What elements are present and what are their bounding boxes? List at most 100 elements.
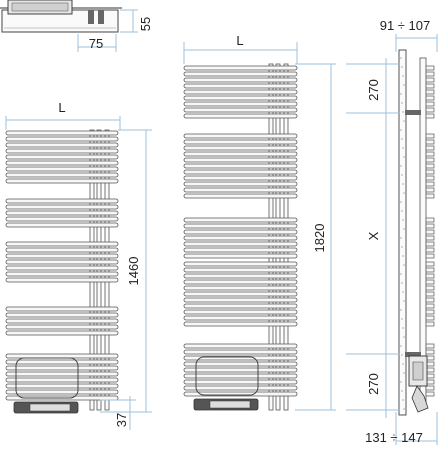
radiator-large-tube (183, 315, 298, 321)
wall-texture-dot (401, 210, 403, 212)
wall-texture-dot (400, 129, 402, 131)
radiator-large-tube (183, 175, 298, 181)
side-view-tube (425, 71, 435, 77)
wall-texture-dot (401, 390, 403, 392)
radiator-large-tube (183, 151, 298, 157)
wall-texture-dot (403, 336, 405, 338)
radiator-small-height-label: 1460 (126, 257, 141, 286)
side-view-tube (425, 145, 435, 151)
radiator-large-tube (183, 343, 298, 349)
wall-texture-dot (402, 399, 404, 401)
radiator-small-heating-element (15, 357, 79, 399)
radiator-large-tube (183, 83, 298, 89)
side-view-tube (425, 181, 435, 187)
radiator-small-tube (5, 265, 119, 271)
radiator-small-tube (5, 330, 119, 336)
side-view-tube (425, 169, 435, 175)
wall-texture-dot (402, 75, 404, 77)
wall-texture-dot (403, 156, 405, 158)
side-view-tubes (425, 65, 435, 397)
side-view-tube (425, 193, 435, 199)
wall-texture-dot (402, 291, 404, 293)
radiator-small-tube (5, 136, 119, 142)
side-view-wall-distance-bottom-label: 131 ÷ 147 (365, 430, 423, 445)
radiator-large-tube (183, 373, 298, 379)
side-view-tube (425, 285, 435, 291)
side-view-tube (425, 151, 435, 157)
radiator-large-tube (183, 241, 298, 247)
side-view-tube (425, 113, 435, 119)
radiator-large-tube (183, 65, 298, 71)
side-view-tube (425, 309, 435, 315)
side-view-tube (425, 65, 435, 71)
side-view-tube (425, 349, 435, 355)
radiator-large-tube (183, 223, 298, 229)
radiator-small-tube (5, 148, 119, 154)
wall-texture-dot (401, 354, 403, 356)
side-view-tube (425, 187, 435, 193)
wall-texture-dot (402, 219, 404, 221)
radiator-large-tube (183, 113, 298, 119)
radiator-small-width-label: L (58, 100, 65, 115)
radiator-large-tube (183, 321, 298, 327)
radiator-large-tube (183, 309, 298, 315)
radiator-large-tube (183, 145, 298, 151)
wall-texture-dot (401, 246, 403, 248)
radiator-small-tube (5, 130, 119, 136)
wall-texture-dot (401, 174, 403, 176)
radiator-large-tube (183, 285, 298, 291)
side-view-tube (425, 385, 435, 391)
radiator-large-tube (183, 367, 298, 373)
wall-texture-dot (402, 147, 404, 149)
radiator-small-tube (5, 365, 119, 371)
radiator-small-tube (5, 253, 119, 259)
radiator-small-tube (5, 154, 119, 160)
radiator-small-tube (5, 277, 119, 283)
wall-texture-dot (403, 300, 405, 302)
radiator-large-tube (183, 163, 298, 169)
radiator-large-tube (183, 157, 298, 163)
wall-texture-dot (403, 120, 405, 122)
side-view-tube (425, 157, 435, 163)
side-view-tube (425, 101, 435, 107)
radiator-small-tube (5, 312, 119, 318)
radiator-large-tube (183, 279, 298, 285)
wall-texture-dot (402, 111, 404, 113)
wall-texture-dot (402, 327, 404, 329)
radiator-small-tube (5, 247, 119, 253)
radiator-small-tube (5, 210, 119, 216)
top-view-valve (98, 10, 104, 24)
wall-texture-dot (400, 237, 402, 239)
radiator-large-tube (183, 101, 298, 107)
radiator-large-tube (183, 297, 298, 303)
wall-texture-dot (402, 255, 404, 257)
wall-texture-dot (402, 183, 404, 185)
side-view-tube (425, 77, 435, 83)
side-view-wall-texture (400, 57, 405, 410)
radiator-large-tube (183, 261, 298, 267)
side-view-tube (425, 291, 435, 297)
radiator-large-tube (183, 71, 298, 77)
side-view-tube (425, 163, 435, 169)
radiator-large-heating-element (195, 356, 259, 396)
side-view-bracket-top (405, 110, 421, 115)
side-view-wall (398, 49, 407, 416)
radiator-large-tube (183, 89, 298, 95)
radiator-large-tube (183, 235, 298, 241)
side-view-tube (425, 391, 435, 397)
wall-texture-dot (400, 381, 402, 383)
radiator-small-bottom-offset-label: 37 (114, 413, 129, 427)
wall-texture-dot (400, 57, 402, 59)
side-view-bracket-bottom (405, 352, 421, 357)
radiator-small-tube (5, 383, 119, 389)
radiator-large-tube (183, 229, 298, 235)
wall-texture-dot (403, 372, 405, 374)
side-view-tube (425, 217, 435, 223)
wall-texture-dot (400, 309, 402, 311)
top-view-height-label: 55 (138, 17, 153, 31)
wall-texture-dot (401, 66, 403, 68)
radiator-small-tube (5, 178, 119, 184)
wall-texture-dot (403, 192, 405, 194)
wall-texture-dot (401, 318, 403, 320)
